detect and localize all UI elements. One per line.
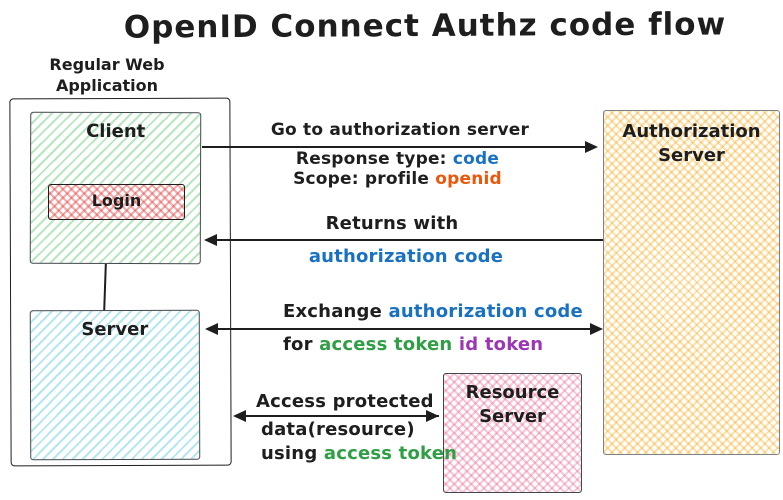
arrowhead-right-icon <box>590 323 603 335</box>
arrow-returns-with-code <box>206 239 603 241</box>
arrowhead-left-icon <box>204 234 217 246</box>
using-access-token-label: using access token <box>261 443 457 464</box>
arrowhead-left-icon <box>205 323 218 335</box>
arrow-exchange-code <box>207 328 599 330</box>
login-label: Login <box>91 191 142 210</box>
exchange-authorization-code: authorization code <box>388 301 583 322</box>
response-type-prefix: Response type: <box>295 149 453 169</box>
scope-prefix: Scope: profile <box>293 169 436 189</box>
returns-with-label: Returns with <box>325 213 459 234</box>
client-label: Client <box>86 120 146 143</box>
go-to-auth-label: Go to authorization server <box>270 120 530 140</box>
exchange-prefix: Exchange <box>283 301 389 322</box>
resource-server-label: Resource Server <box>444 381 581 429</box>
exchange-label-line1: Exchange authorization code <box>283 301 583 322</box>
arrow-access-resource <box>235 415 439 417</box>
diagram-title: OpenID Connect Authz code flow <box>123 6 727 46</box>
server-box: Server <box>29 309 201 461</box>
authorization-server-box: Authorization Server <box>603 110 780 455</box>
scope-openid: openid <box>435 169 502 189</box>
resource-server-box: Resource Server <box>443 373 582 493</box>
access-protected-label: Access protected <box>256 391 434 412</box>
authorization-server-label: Authorization Server <box>604 120 779 168</box>
data-resource-label: data(resource) <box>261 419 415 440</box>
response-type-label: Response type: code <box>280 149 515 169</box>
login-button: Login <box>48 184 185 220</box>
resource-server-label-line2: Server <box>479 406 546 427</box>
exchange-for-prefix: for <box>283 334 320 355</box>
exchange-label-line2: for access token id token <box>283 334 543 355</box>
using-access-token: access token <box>323 443 458 464</box>
scope-label: Scope: profile openid <box>280 169 515 189</box>
exchange-access-token: access token <box>319 334 453 355</box>
arrowhead-right-icon <box>585 141 598 153</box>
server-label: Server <box>81 318 149 341</box>
using-prefix: using <box>261 443 324 464</box>
resource-server-label-line1: Resource <box>465 382 560 403</box>
group-label-line2: Application <box>55 76 159 95</box>
arrow-go-to-auth-server <box>202 146 594 148</box>
arrowhead-right-icon <box>426 410 439 422</box>
arrowhead-left-icon <box>233 410 246 422</box>
authorization-server-label-line1: Authorization <box>622 121 761 142</box>
authorization-code-label: authorization code <box>308 246 504 267</box>
regular-web-application-label: Regular Web Application <box>28 54 186 96</box>
authorization-server-label-line2: Server <box>658 145 725 166</box>
exchange-id-token: id token <box>452 334 544 355</box>
response-type-code: code <box>452 149 500 169</box>
group-label-line1: Regular Web <box>49 55 165 74</box>
